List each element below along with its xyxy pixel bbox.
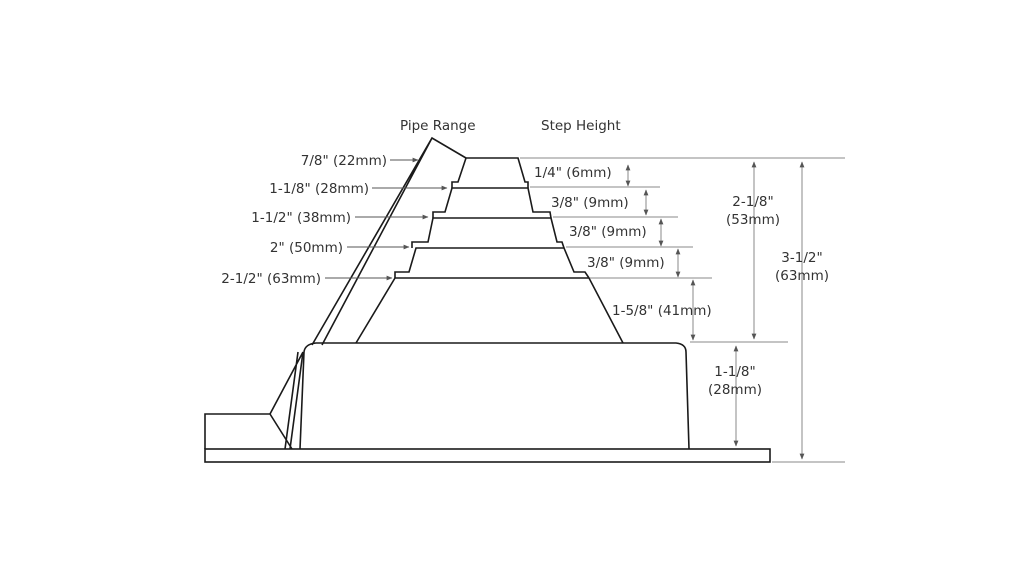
flange-plate <box>204 448 771 463</box>
pipe-boot-drawing <box>204 136 771 463</box>
cone-height-label: (53mm) <box>726 212 780 228</box>
cone-step-3 <box>411 217 565 249</box>
flange-tab <box>204 413 293 450</box>
pipe-range-label: 7/8" (22mm) <box>301 153 387 169</box>
pipe-range-heading: Pipe Range <box>400 118 476 134</box>
step-dimension-arrows <box>625 164 696 341</box>
pipe-range-label: 1-1/2" (38mm) <box>251 210 351 226</box>
total-height-label: 3-1/2" <box>781 250 822 266</box>
step-height-label: 3/8" (9mm) <box>569 224 647 240</box>
cone-height-dimension: 2-1/8" (53mm) <box>726 161 780 340</box>
pipe-range-label: 2-1/2" (63mm) <box>221 271 321 287</box>
side-rib <box>269 351 304 450</box>
cone-section-5 <box>355 277 624 344</box>
step-height-label: 1-5/8" (41mm) <box>612 303 712 319</box>
step-height-label: 3/8" (9mm) <box>587 255 665 271</box>
cone-height-label: 2-1/8" <box>732 194 773 210</box>
step-height-labels: 1/4" (6mm) 3/8" (9mm) 3/8" (9mm) 3/8" (9… <box>534 165 712 319</box>
total-height-dimension: 3-1/2" (63mm) <box>775 161 829 460</box>
cone-step-1 <box>451 157 529 188</box>
support-line <box>311 136 467 346</box>
base-height-dimension: 1-1/8" (28mm) <box>708 345 762 447</box>
base-height-label: (28mm) <box>708 382 762 398</box>
cone-step-4 <box>394 247 590 279</box>
step-height-label: 3/8" (9mm) <box>551 195 629 211</box>
base-height-label: 1-1/8" <box>714 364 755 380</box>
step-height-heading: Step Height <box>541 118 621 134</box>
cone-step-2 <box>432 187 552 219</box>
total-height-label: (63mm) <box>775 268 829 284</box>
pipe-range-label: 2" (50mm) <box>270 240 343 256</box>
pipe-range-callouts: 7/8" (22mm) 1-1/8" (28mm) 1-1/2" (38mm) … <box>221 153 448 287</box>
pipe-range-label: 1-1/8" (28mm) <box>269 181 369 197</box>
step-extension-lines <box>520 157 845 463</box>
step-height-label: 1/4" (6mm) <box>534 165 612 181</box>
base-body <box>299 342 690 450</box>
